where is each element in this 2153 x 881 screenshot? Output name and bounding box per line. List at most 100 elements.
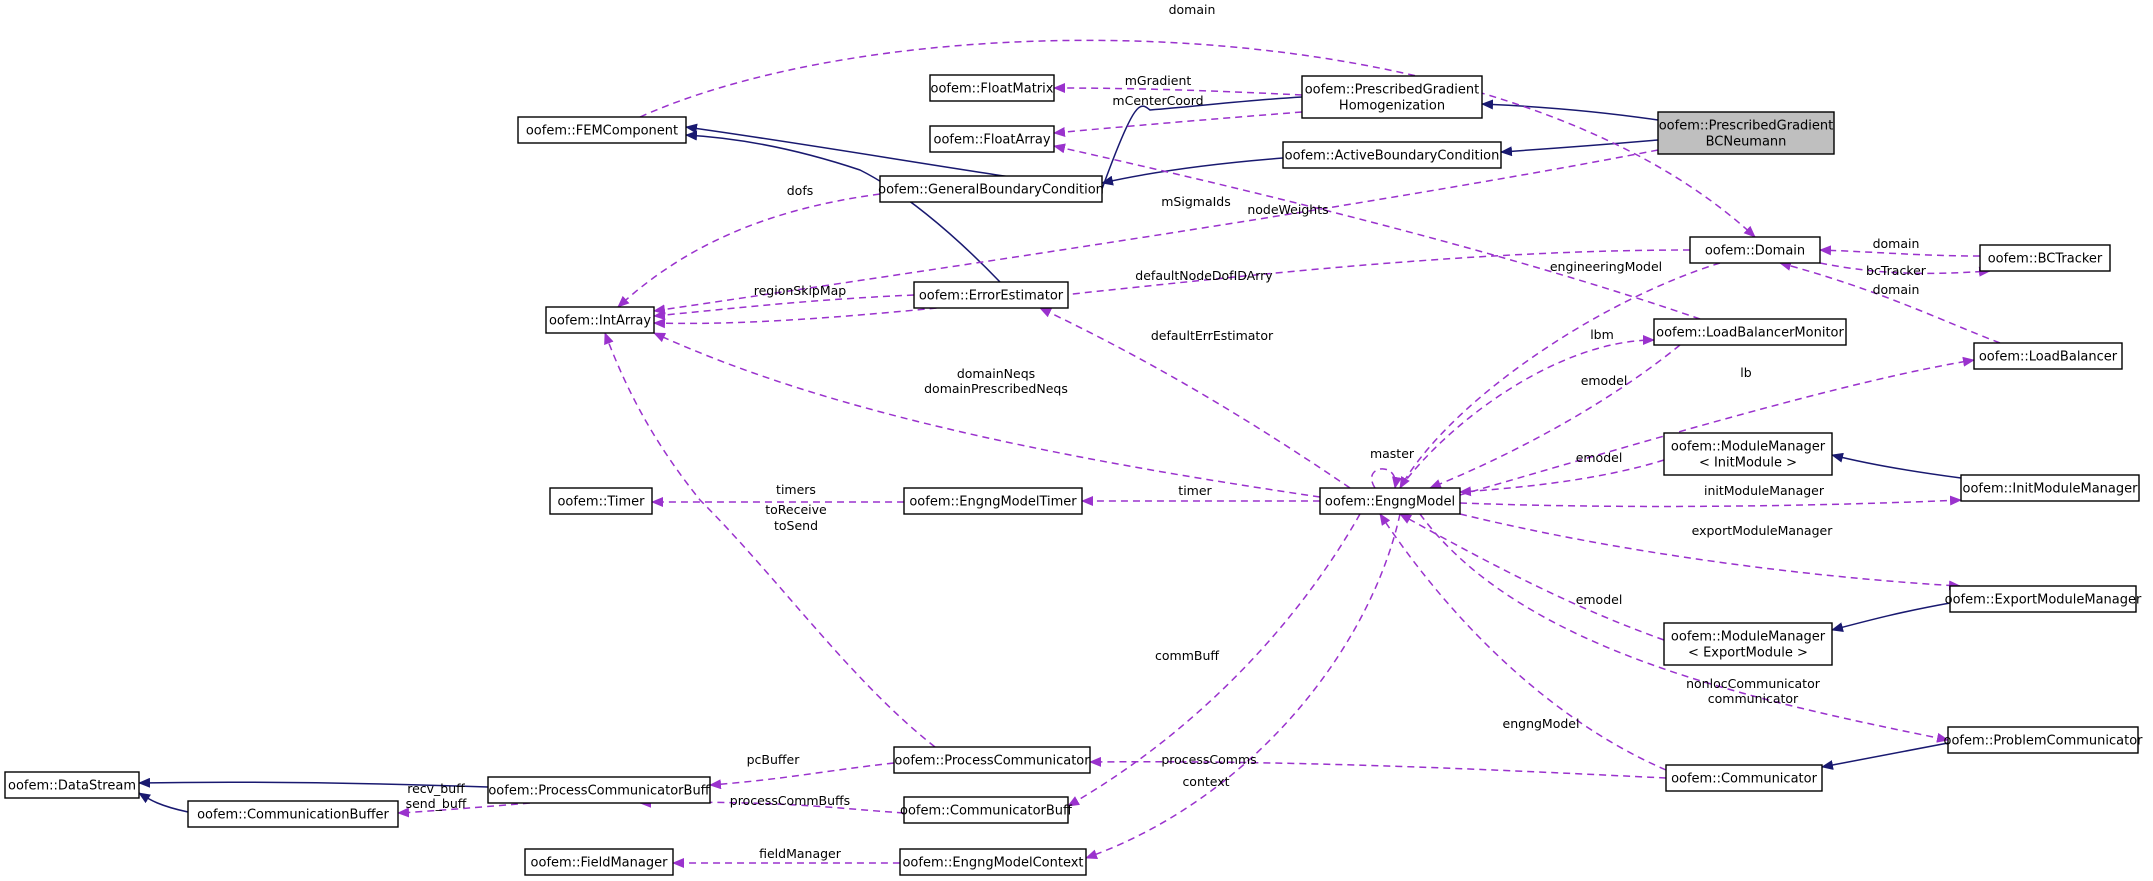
class-node-em[interactable]: oofem::EngngModel (1319, 487, 1461, 515)
inheritance-edge-e40 (138, 777, 489, 788)
class-node-box (903, 796, 1069, 824)
usage-edge-e32 (1399, 513, 1665, 641)
class-node-box (517, 116, 687, 144)
class-node-label: BCNeumann (1706, 135, 1787, 150)
class-node-box (4, 771, 140, 799)
class-node-label: oofem::ErrorEstimator (919, 289, 1064, 304)
class-node-label: oofem::EngngModelTimer (909, 495, 1077, 510)
edge-label: domainNeqs (957, 366, 1035, 381)
class-node-label: oofem::EngngModelContext (902, 856, 1083, 871)
class-node-label: oofem::ProcessCommunicatorBuff (488, 784, 710, 799)
class-node-label: oofem::Communicator (1671, 772, 1818, 787)
class-node-fmat[interactable]: oofem::FloatMatrix (929, 74, 1055, 102)
class-node-abc[interactable]: oofem::ActiveBoundaryCondition (1282, 141, 1502, 169)
class-node-label: oofem::IntArray (549, 314, 651, 329)
class-node-timer[interactable]: oofem::Timer (549, 487, 653, 515)
class-node-fem[interactable]: oofem::FEMComponent (517, 116, 687, 144)
edge-label: domain (1873, 282, 1920, 297)
inheritance-edge-e34 (1821, 742, 1949, 770)
class-node-fm[interactable]: oofem::FieldManager (524, 848, 674, 876)
usage-edge-e7 (1053, 83, 1303, 96)
usage-edge-e6 (639, 39, 1756, 238)
class-node-pcb[interactable]: oofem::ProcessCommunicatorBuff (487, 776, 711, 804)
usage-edge-e36 (1067, 513, 1361, 807)
edge-label: engngModel (1503, 716, 1580, 731)
edge-label: initModuleManager (1704, 483, 1825, 498)
inheritance-edge-e5 (685, 130, 1001, 283)
class-node-box (893, 746, 1091, 774)
class-node-mme[interactable]: oofem::ModuleManager< ExportModule > (1663, 622, 1833, 666)
class-node-box (1960, 474, 2140, 502)
inheritance-edge-e3 (685, 96, 1303, 190)
class-node-box (1947, 726, 2139, 754)
class-node-errest[interactable]: oofem::ErrorEstimator (913, 281, 1069, 309)
class-node-box (1653, 318, 1847, 346)
class-node-farr[interactable]: oofem::FloatArray (929, 125, 1055, 153)
class-node-label: oofem::EngngModel (1325, 495, 1455, 510)
edge-label: defaultNodeDofIDArry (1135, 268, 1273, 283)
class-node-cb[interactable]: oofem::CommunicationBuffer (187, 800, 399, 828)
class-node-cbuff[interactable]: oofem::CommunicatorBuff (900, 796, 1073, 824)
usage-edge-e15 (1819, 262, 1991, 277)
edge-label: timers (776, 482, 816, 497)
edge-label: regionSkipMap (754, 283, 847, 298)
edge-label: emodel (1581, 373, 1628, 388)
edge-label: emodel (1576, 592, 1623, 607)
edge-label: domain (1873, 236, 1920, 251)
edge-label: master (1370, 446, 1415, 461)
class-node-pc[interactable]: oofem::ProcessCommunicator (893, 746, 1091, 774)
class-node-label: oofem::CommunicationBuffer (197, 808, 389, 823)
class-node-label: oofem::ModuleManager (1671, 440, 1826, 455)
edge-label: context (1182, 774, 1229, 789)
class-node-label: oofem::FloatMatrix (931, 82, 1054, 97)
class-node-box (1665, 764, 1823, 792)
edge-label: mCenterCoord (1112, 93, 1203, 108)
class-node-mmi[interactable]: oofem::ModuleManager< InitModule > (1663, 432, 1833, 476)
usage-edge-e22 (1459, 356, 1975, 496)
class-node-label: oofem::ExportModuleManager (1945, 593, 2142, 608)
class-node-box (1689, 236, 1821, 264)
class-node-bct[interactable]: oofem::BCTracker (1979, 244, 2111, 272)
edge-label: fieldManager (759, 846, 842, 861)
usage-edge-e10 (653, 149, 1659, 315)
class-node-box (549, 487, 653, 515)
class-node-emc[interactable]: oofem::EngngModelContext (899, 848, 1087, 876)
inheritance-edge-e1 (1481, 99, 1659, 121)
class-node-label: oofem::LoadBalancerMonitor (1656, 326, 1844, 341)
class-node-imm[interactable]: oofem::InitModuleManager (1960, 474, 2140, 502)
class-node-label: oofem::LoadBalancer (1979, 350, 2118, 365)
class-node-gbc[interactable]: oofem::GeneralBoundaryCondition (878, 175, 1104, 203)
class-node-emt[interactable]: oofem::EngngModelTimer (903, 487, 1083, 515)
class-node-label: oofem::DataStream (8, 779, 136, 794)
usage-edge-e24 (1459, 459, 1665, 497)
class-node-emm[interactable]: oofem::ExportModuleManager (1945, 585, 2142, 613)
class-node-label: < InitModule > (1699, 456, 1797, 471)
edge-label: mSigmaIds (1161, 194, 1231, 209)
class-node-box (524, 848, 674, 876)
edge-label: lbm (1590, 327, 1614, 342)
class-node-box (187, 800, 399, 828)
class-node-label: < ExportModule > (1688, 646, 1808, 661)
class-node-lb[interactable]: oofem::LoadBalancer (1973, 342, 2123, 370)
class-node-box (1979, 244, 2111, 272)
inheritance-edge-e41 (138, 792, 189, 813)
class-node-label: oofem::Domain (1705, 244, 1805, 259)
class-node-label: oofem::ProcessCommunicator (894, 754, 1090, 769)
usage-edge-e42 (397, 802, 531, 818)
class-node-comm[interactable]: oofem::Communicator (1665, 764, 1823, 792)
usage-edge-e13 (653, 249, 1691, 329)
edge-label: mGradient (1125, 73, 1192, 88)
class-node-label: oofem::PrescribedGradient (1659, 119, 1834, 134)
usage-edge-e38 (709, 762, 895, 790)
class-node-lbm[interactable]: oofem::LoadBalancerMonitor (1653, 318, 1847, 346)
class-node-pcomm[interactable]: oofem::ProblemCommunicator (1943, 726, 2143, 754)
class-node-domain[interactable]: oofem::Domain (1689, 236, 1821, 264)
edge-label: send_buff (406, 796, 467, 811)
class-node-box (1657, 111, 1835, 155)
class-node-iarr[interactable]: oofem::IntArray (545, 306, 655, 334)
edge-label: bcTracker (1866, 263, 1927, 278)
class-node-label: oofem::ProblemCommunicator (1943, 734, 2143, 749)
class-node-ds[interactable]: oofem::DataStream (4, 771, 140, 799)
